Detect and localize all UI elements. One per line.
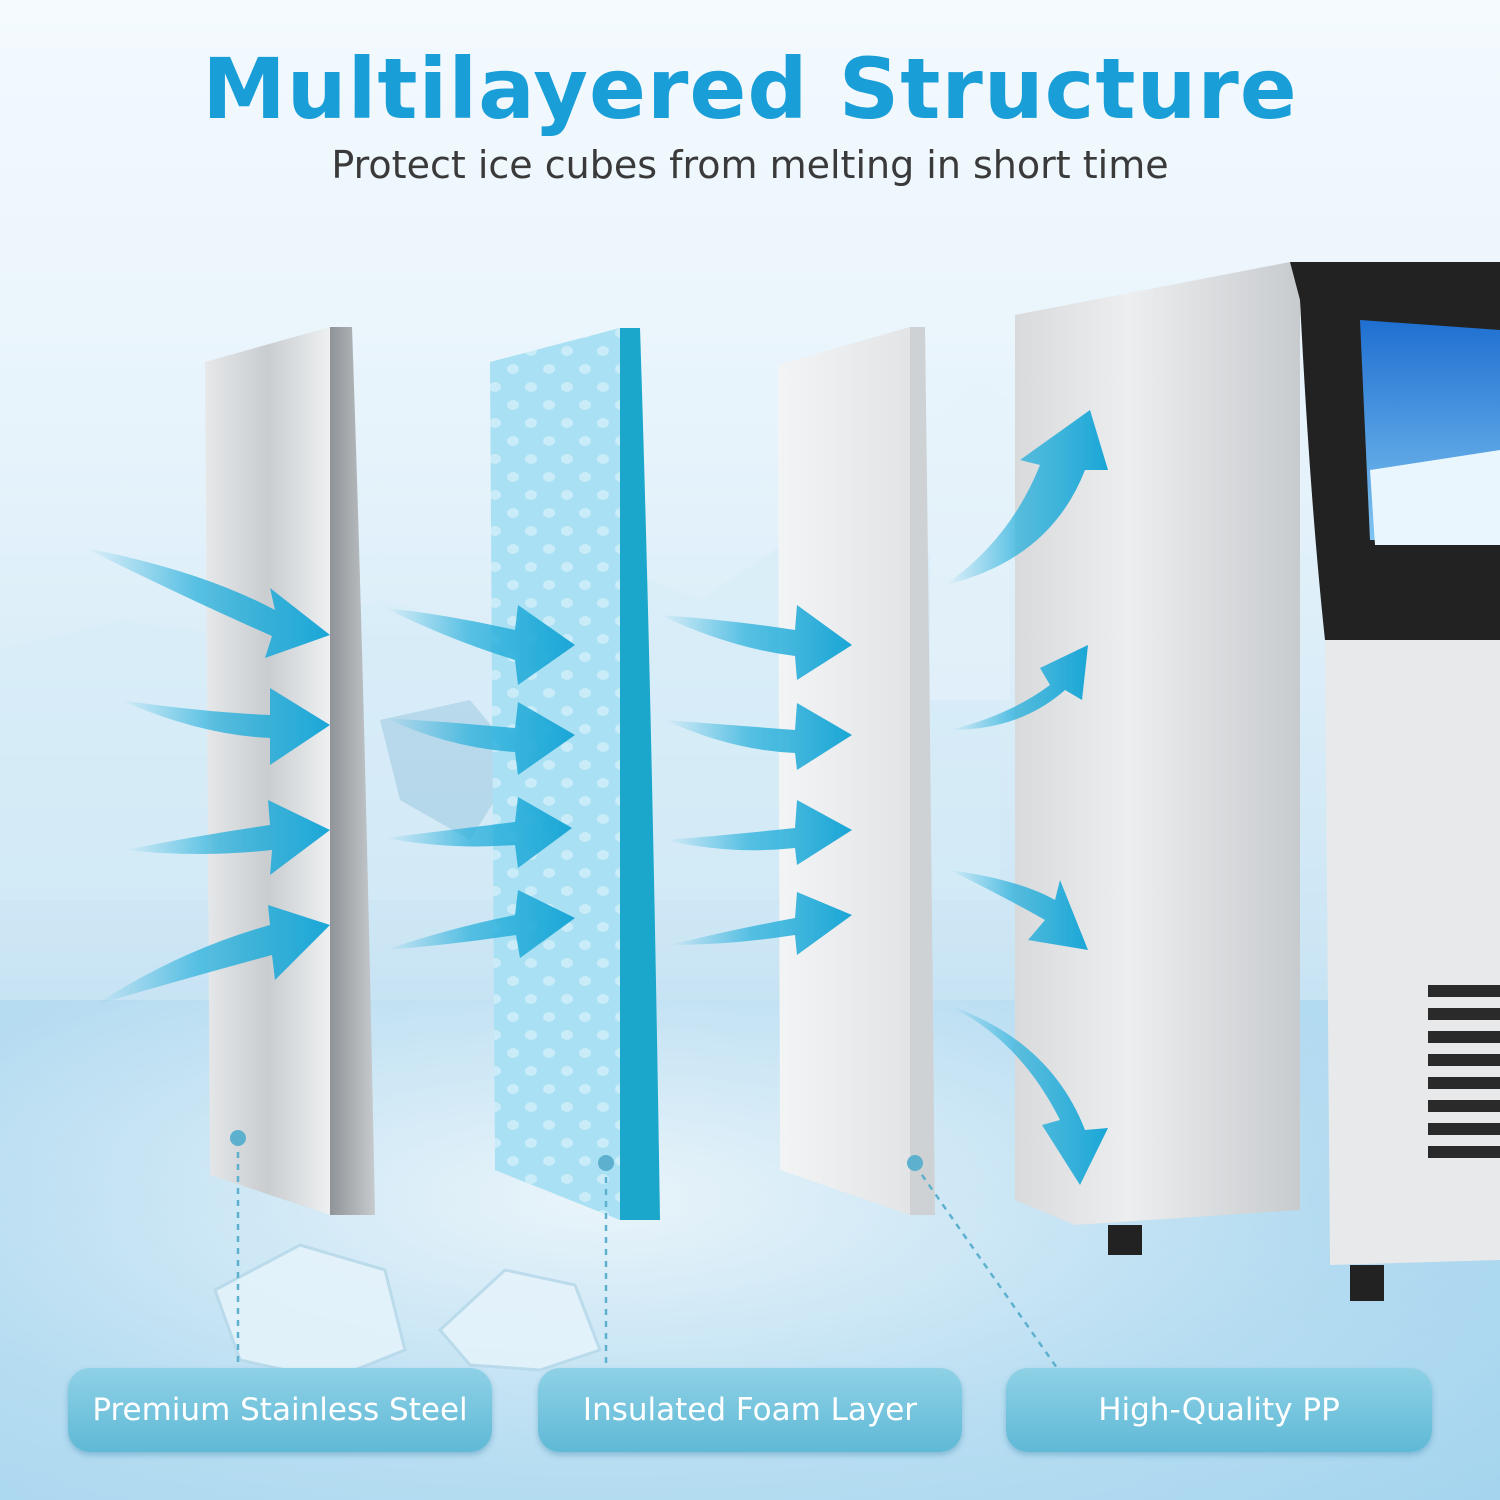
label-insulated-foam-layer: Insulated Foam Layer [538,1368,962,1452]
label-text: Premium Stainless Steel [92,1392,468,1428]
arrow [95,905,330,1005]
arrow [385,605,575,685]
arrow [125,800,330,875]
arrow [120,688,330,765]
arrow [385,797,572,868]
label-high-quality-pp: High-Quality PP [1006,1368,1432,1452]
arrow [665,800,852,865]
stainless-steel-panel [205,327,375,1215]
arrow [665,703,852,770]
label-text: Insulated Foam Layer [582,1392,918,1428]
arrow [660,605,852,680]
pp-panel [778,327,935,1215]
vent-grille [1428,985,1500,1158]
arrow [385,702,575,775]
ice-cubes [213,1243,602,1382]
airflow-arrows [85,410,1108,1185]
arrow [85,548,330,658]
label-premium-stainless-steel: Premium Stainless Steel [68,1368,492,1452]
leader-lines [236,1140,1059,1369]
insulated-foam-panel [490,328,660,1220]
arrow [385,890,575,958]
arrow [670,892,852,955]
page-title: Multilayered Structure [202,40,1298,138]
arrow [948,1005,1108,1185]
label-text: High-Quality PP [1098,1392,1340,1428]
arrow [950,645,1088,730]
arrow [950,870,1088,950]
arrow [945,410,1108,585]
leader-dots [230,1130,923,1171]
page-subtitle: Protect ice cubes from melting in short … [331,143,1169,187]
ice-maker-machine [1015,262,1500,1301]
